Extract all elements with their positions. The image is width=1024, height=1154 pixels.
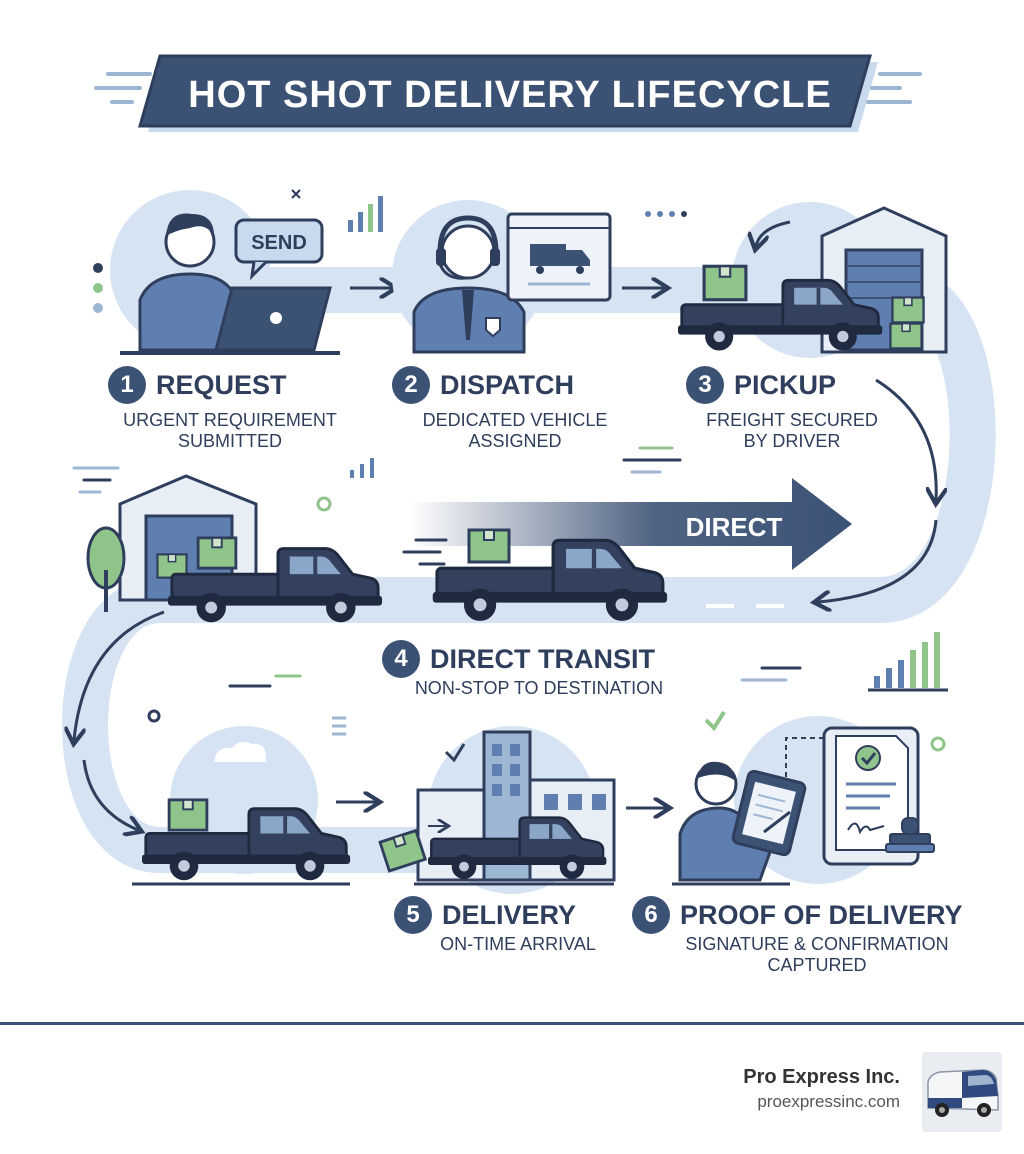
- step-4-title: DIRECT TRANSIT: [430, 643, 655, 674]
- step-6-number: 6: [632, 896, 670, 934]
- stamp-icon: [885, 817, 935, 853]
- step-3-heading: 3 PICKUP: [686, 366, 836, 404]
- step-5-description: ON-TIME ARRIVAL: [440, 934, 596, 954]
- curve-arrow-return: [818, 519, 938, 602]
- footer-divider: [0, 1022, 1024, 1025]
- step-1-heading: 1 REQUEST: [108, 366, 287, 404]
- step-2-heading: 2 DISPATCH: [392, 366, 574, 404]
- step-6-title: PROOF OF DELIVERY: [680, 899, 963, 930]
- deco-ring-1: [316, 496, 332, 512]
- pickup-cargo: [702, 264, 748, 302]
- step-2-description: DEDICATED VEHICLE ASSIGNED: [422, 410, 608, 451]
- company-website[interactable]: proexpressinc.com: [757, 1092, 900, 1111]
- pickup-box-2: [889, 322, 923, 350]
- step-1-title: REQUEST: [156, 369, 287, 400]
- van-logo-icon: [922, 1052, 1002, 1132]
- direct-arrow: DIRECT: [410, 478, 852, 570]
- step-4-description: NON-STOP TO DESTINATION: [414, 678, 664, 698]
- side-dots: [93, 263, 103, 313]
- step-5-title: DELIVERY: [442, 899, 577, 930]
- page-title: HOT SHOT DELIVERY LIFECYCLE: [188, 73, 832, 116]
- send-label: SEND: [251, 232, 307, 254]
- pickup-box-1: [891, 296, 925, 324]
- tree-icon: [86, 526, 126, 612]
- deco-lines: [72, 446, 802, 688]
- bar-chart-right-icon: [868, 632, 948, 692]
- curve-arrow-left: [74, 610, 165, 740]
- transit-cargo: [467, 528, 511, 564]
- step-3-title: PICKUP: [734, 369, 837, 400]
- step-5-heading: 5 DELIVERY: [394, 896, 576, 934]
- office-building-icon: [416, 726, 616, 894]
- step-3-description: FREIGHT SECURED BY DRIVER: [706, 410, 878, 451]
- person-tablet-icon: [678, 761, 807, 882]
- step-6-description: SIGNATURE & CONFIRMATION CAPTURED: [685, 934, 949, 975]
- step-3-number: 3: [686, 366, 724, 404]
- deco-ring-3: [147, 709, 161, 723]
- step-5-number: 5: [394, 896, 432, 934]
- delivery-cargo: [167, 798, 209, 832]
- company-name: Pro Express Inc.: [743, 1066, 900, 1088]
- curve-arrow-down: [82, 759, 138, 830]
- loaded-cargo: [196, 536, 238, 570]
- step-4-number: 4: [382, 640, 420, 678]
- dot-line: [645, 211, 687, 217]
- direct-arrow-label: DIRECT: [686, 512, 783, 542]
- dispatch-screen: [506, 212, 612, 302]
- dispatcher-headset-icon: [392, 200, 544, 354]
- sparkle-icon: [291, 189, 301, 199]
- curve-arrow-right: [875, 378, 936, 500]
- signed-document-icon: [704, 710, 920, 884]
- step-4-heading: 4 DIRECT TRANSIT: [382, 640, 655, 678]
- step-1-description: URGENT REQUIREMENT SUBMITTED: [123, 410, 337, 451]
- title-banner: [94, 54, 922, 132]
- laptop-user-icon: [110, 190, 340, 355]
- step-6-heading: 6 PROOF OF DELIVERY: [632, 896, 963, 934]
- send-bubble: SEND: [234, 218, 324, 281]
- step-2-number: 2: [392, 366, 430, 404]
- deco-equals: [332, 716, 346, 736]
- bar-chart-icon: [348, 196, 383, 232]
- speed-lines: [402, 538, 448, 566]
- step-2-title: DISPATCH: [440, 369, 574, 400]
- step-1-number: 1: [108, 366, 146, 404]
- bar-chart-small-icon: [350, 458, 374, 478]
- deco-ring-2: [930, 736, 946, 752]
